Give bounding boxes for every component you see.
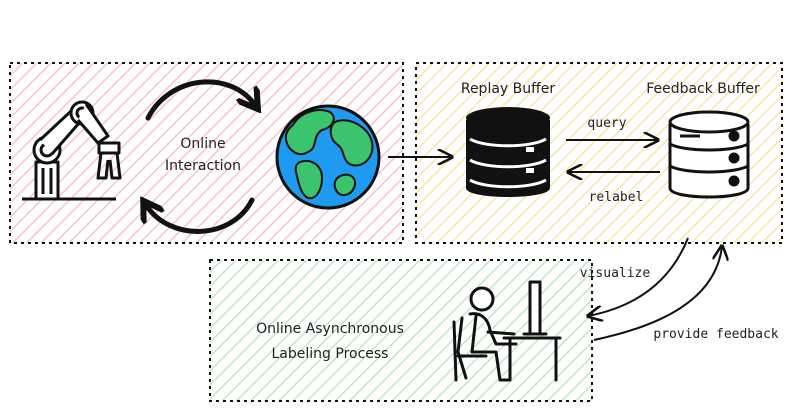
cycle-arrows bbox=[146, 79, 255, 234]
feedback-buffer-label: Feedback Buffer bbox=[646, 81, 760, 97]
query-label: query bbox=[587, 116, 626, 131]
labeling-line2: Labeling Process bbox=[272, 346, 389, 362]
labeling-process-label: Online Asynchronous Labeling Process bbox=[256, 321, 404, 362]
online-interaction-label: Online Interaction bbox=[165, 136, 241, 174]
visualize-label: visualize bbox=[580, 266, 651, 281]
provide-feedback-arrow bbox=[593, 246, 722, 341]
relabel-label: relabel bbox=[589, 190, 644, 205]
visualize-arrow bbox=[588, 237, 689, 316]
provide-feedback-label: provide feedback bbox=[653, 327, 778, 342]
replay-buffer-label: Replay Buffer bbox=[461, 81, 556, 97]
labeling-line1: Online Asynchronous bbox=[256, 321, 404, 337]
person-at-desk-icon bbox=[452, 280, 562, 382]
online-interaction-line1: Online bbox=[180, 136, 225, 152]
labeling-region bbox=[209, 259, 593, 402]
server-icon bbox=[668, 110, 750, 199]
database-icon bbox=[466, 107, 550, 197]
robot-arm-icon bbox=[22, 100, 122, 201]
globe-icon bbox=[275, 104, 381, 210]
online-interaction-line2: Interaction bbox=[165, 158, 241, 174]
